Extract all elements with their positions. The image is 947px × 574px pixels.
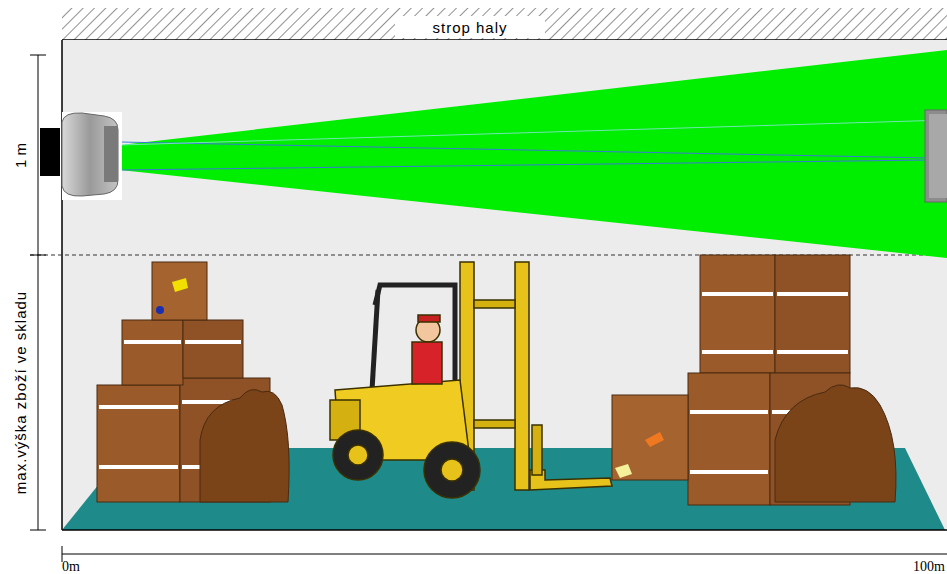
cab-frame: [375, 285, 455, 395]
strap: [702, 292, 773, 296]
hub: [441, 459, 463, 481]
ceiling-label-bg: [395, 16, 545, 38]
cab-frame: [372, 290, 378, 390]
reflector-face: [929, 114, 947, 198]
hall-interior: [62, 40, 947, 530]
dimension-tick: [30, 530, 46, 531]
crate: [688, 373, 770, 505]
ceiling-hatch: [62, 8, 947, 40]
strap: [690, 470, 768, 474]
fork-carriage: [532, 425, 542, 475]
wheel: [333, 430, 383, 480]
sensor-bg: [62, 112, 122, 200]
pallet-mark: [615, 464, 632, 478]
strap: [690, 410, 768, 414]
sack: [775, 385, 896, 502]
sensor-mount: [40, 128, 60, 176]
dimension-label: max.výška zboží ve skladu: [13, 290, 28, 493]
dimension-tick: [30, 255, 46, 256]
wheel: [424, 442, 480, 498]
sack: [200, 390, 289, 502]
dimension-label: 1 m: [13, 142, 28, 167]
driver-body: [412, 342, 442, 384]
mast-bar: [474, 420, 515, 428]
crate: [183, 320, 243, 378]
sensor-lens: [104, 126, 118, 182]
crate-mark: [156, 306, 164, 314]
crate: [97, 385, 180, 502]
driver-cap: [418, 315, 440, 322]
strap: [777, 292, 848, 296]
laser-beam: [120, 50, 947, 258]
strap: [124, 340, 181, 344]
strap: [185, 340, 241, 344]
reflector: [925, 110, 947, 202]
crate: [700, 255, 775, 373]
laser-ray: [120, 120, 947, 145]
crate-label: [645, 432, 664, 447]
laser-sensor: [62, 113, 118, 196]
dimension-tick: [30, 55, 46, 56]
strap: [99, 405, 178, 409]
laser-ray: [120, 142, 930, 158]
floor-line: [62, 529, 947, 531]
strap: [777, 350, 848, 354]
crate: [122, 320, 183, 385]
crate: [612, 395, 688, 480]
crate-label: [172, 278, 188, 292]
laser-ray: [120, 160, 930, 170]
strap: [99, 465, 178, 469]
ceiling-label: strop haly: [433, 20, 508, 35]
crate: [152, 262, 207, 320]
distance-label: 0m: [62, 560, 80, 574]
forklift: [330, 262, 612, 498]
distance-axis: [62, 554, 947, 555]
mast: [515, 262, 529, 490]
distance-label: 100m: [913, 560, 945, 574]
mast-bar: [474, 300, 515, 308]
strap: [702, 350, 773, 354]
crate: [775, 255, 850, 373]
hub: [348, 445, 368, 465]
dimension-line: [38, 55, 39, 530]
